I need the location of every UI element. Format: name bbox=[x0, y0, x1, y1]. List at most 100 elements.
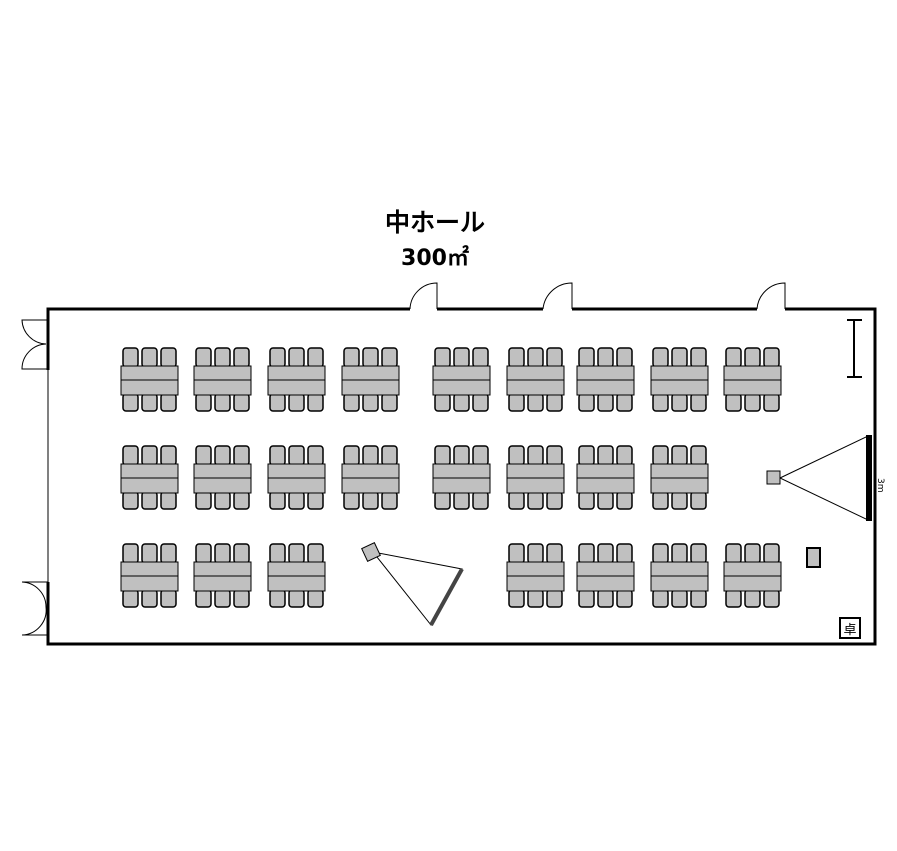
chair bbox=[434, 445, 451, 466]
walls bbox=[46, 307, 877, 646]
table-group bbox=[506, 543, 565, 608]
chair bbox=[195, 543, 212, 564]
table-group bbox=[650, 543, 709, 608]
chair bbox=[652, 491, 669, 510]
chair bbox=[233, 589, 250, 608]
chair bbox=[527, 543, 544, 564]
table-group bbox=[650, 445, 709, 510]
chair bbox=[269, 491, 286, 510]
chair bbox=[546, 347, 563, 368]
chair bbox=[122, 491, 139, 510]
chair bbox=[269, 347, 286, 368]
chair bbox=[453, 445, 470, 466]
chair bbox=[652, 543, 669, 564]
chair bbox=[307, 393, 324, 412]
chair bbox=[725, 347, 742, 368]
chair bbox=[578, 393, 595, 412]
chair bbox=[381, 393, 398, 412]
chair bbox=[434, 347, 451, 368]
projector-icon bbox=[766, 470, 781, 485]
chair bbox=[763, 589, 780, 608]
chair bbox=[269, 393, 286, 412]
chair bbox=[362, 393, 379, 412]
chair bbox=[214, 589, 231, 608]
table-group bbox=[267, 347, 326, 412]
chair bbox=[233, 393, 250, 412]
podium bbox=[839, 617, 861, 639]
chair bbox=[141, 393, 158, 412]
chair bbox=[362, 347, 379, 368]
chair bbox=[690, 393, 707, 412]
table-group bbox=[723, 543, 782, 608]
chair bbox=[616, 589, 633, 608]
chair bbox=[141, 589, 158, 608]
chair bbox=[725, 393, 742, 412]
table-group bbox=[193, 445, 252, 510]
table-group bbox=[432, 347, 491, 412]
chair bbox=[160, 543, 177, 564]
chair bbox=[122, 543, 139, 564]
chair bbox=[597, 393, 614, 412]
chair bbox=[578, 589, 595, 608]
chair bbox=[527, 589, 544, 608]
chair bbox=[616, 491, 633, 510]
chair bbox=[671, 589, 688, 608]
chair bbox=[690, 347, 707, 368]
doors bbox=[21, 282, 786, 636]
chair bbox=[307, 589, 324, 608]
chair bbox=[671, 347, 688, 368]
chair bbox=[546, 393, 563, 412]
chair bbox=[381, 347, 398, 368]
chair bbox=[597, 445, 614, 466]
table-group bbox=[341, 347, 400, 412]
table-group bbox=[506, 445, 565, 510]
chair bbox=[141, 543, 158, 564]
chair bbox=[671, 491, 688, 510]
chair bbox=[690, 589, 707, 608]
table-groups bbox=[120, 347, 782, 608]
chair bbox=[597, 589, 614, 608]
chair bbox=[508, 445, 525, 466]
table-group bbox=[432, 445, 491, 510]
chair bbox=[307, 347, 324, 368]
chair bbox=[472, 445, 489, 466]
chair bbox=[160, 347, 177, 368]
chair bbox=[652, 589, 669, 608]
chair bbox=[527, 445, 544, 466]
chair bbox=[288, 543, 305, 564]
chair bbox=[141, 347, 158, 368]
chair bbox=[195, 589, 212, 608]
screen-right bbox=[766, 435, 872, 521]
chair bbox=[141, 491, 158, 510]
chair bbox=[269, 543, 286, 564]
chair bbox=[195, 347, 212, 368]
chair bbox=[434, 491, 451, 510]
chair bbox=[381, 445, 398, 466]
room-area: 300㎡ bbox=[401, 246, 469, 271]
chair bbox=[233, 491, 250, 510]
chair bbox=[616, 393, 633, 412]
chair bbox=[472, 347, 489, 368]
podium-label: 卓 bbox=[843, 623, 856, 638]
chair bbox=[343, 393, 360, 412]
chair bbox=[472, 491, 489, 510]
chair bbox=[527, 347, 544, 368]
chair bbox=[763, 347, 780, 368]
chair bbox=[343, 491, 360, 510]
table-group bbox=[120, 445, 179, 510]
chair bbox=[362, 445, 379, 466]
chair bbox=[546, 445, 563, 466]
chair bbox=[671, 543, 688, 564]
chair bbox=[160, 445, 177, 466]
whiteboard bbox=[847, 319, 862, 378]
side-table bbox=[806, 547, 821, 568]
chair bbox=[578, 445, 595, 466]
chair bbox=[597, 347, 614, 368]
chair bbox=[307, 445, 324, 466]
chair bbox=[343, 445, 360, 466]
chair bbox=[288, 347, 305, 368]
chair bbox=[597, 491, 614, 510]
table-group bbox=[650, 347, 709, 412]
chair bbox=[195, 491, 212, 510]
chair bbox=[214, 543, 231, 564]
